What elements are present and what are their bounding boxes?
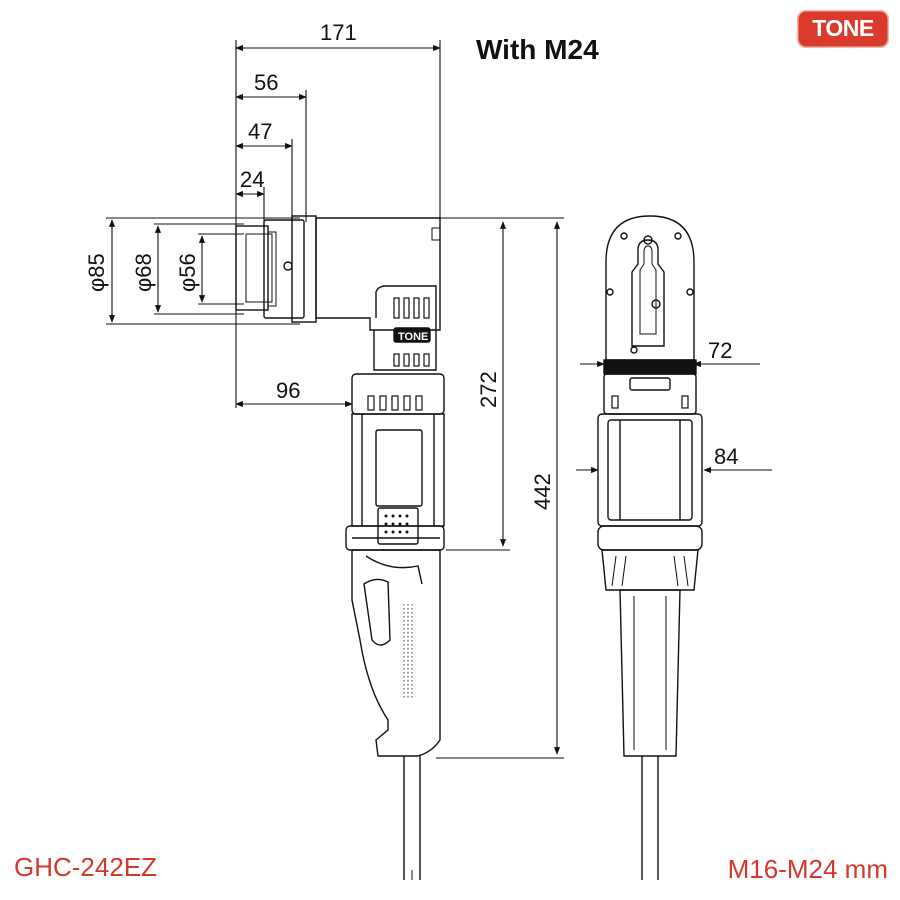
body-logo: TONE: [398, 331, 428, 343]
side-view: TONE: [235, 215, 445, 880]
dim-dia68: φ68: [131, 253, 156, 292]
dim-272: 272: [476, 371, 501, 408]
dim-dia85: φ85: [84, 253, 109, 292]
tone-logo: TONE: [797, 10, 889, 48]
logo-text: TONE: [812, 15, 874, 41]
front-view: [597, 215, 703, 880]
model-number: GHC-242EZ: [14, 852, 158, 882]
dim-84: 84: [714, 444, 738, 469]
dim-72: 72: [708, 338, 732, 363]
dimension-lines: [106, 40, 772, 759]
dim-442: 442: [530, 473, 555, 510]
dim-96: 96: [276, 378, 300, 403]
dim-47: 47: [248, 119, 272, 144]
dim-dia56: φ56: [175, 253, 200, 292]
bolt-range: M16-M24 mm: [727, 854, 888, 884]
dim-56: 56: [254, 70, 278, 95]
dim-24: 24: [240, 167, 264, 192]
dim-171: 171: [320, 20, 357, 45]
diagram-title: With M24: [476, 34, 599, 65]
